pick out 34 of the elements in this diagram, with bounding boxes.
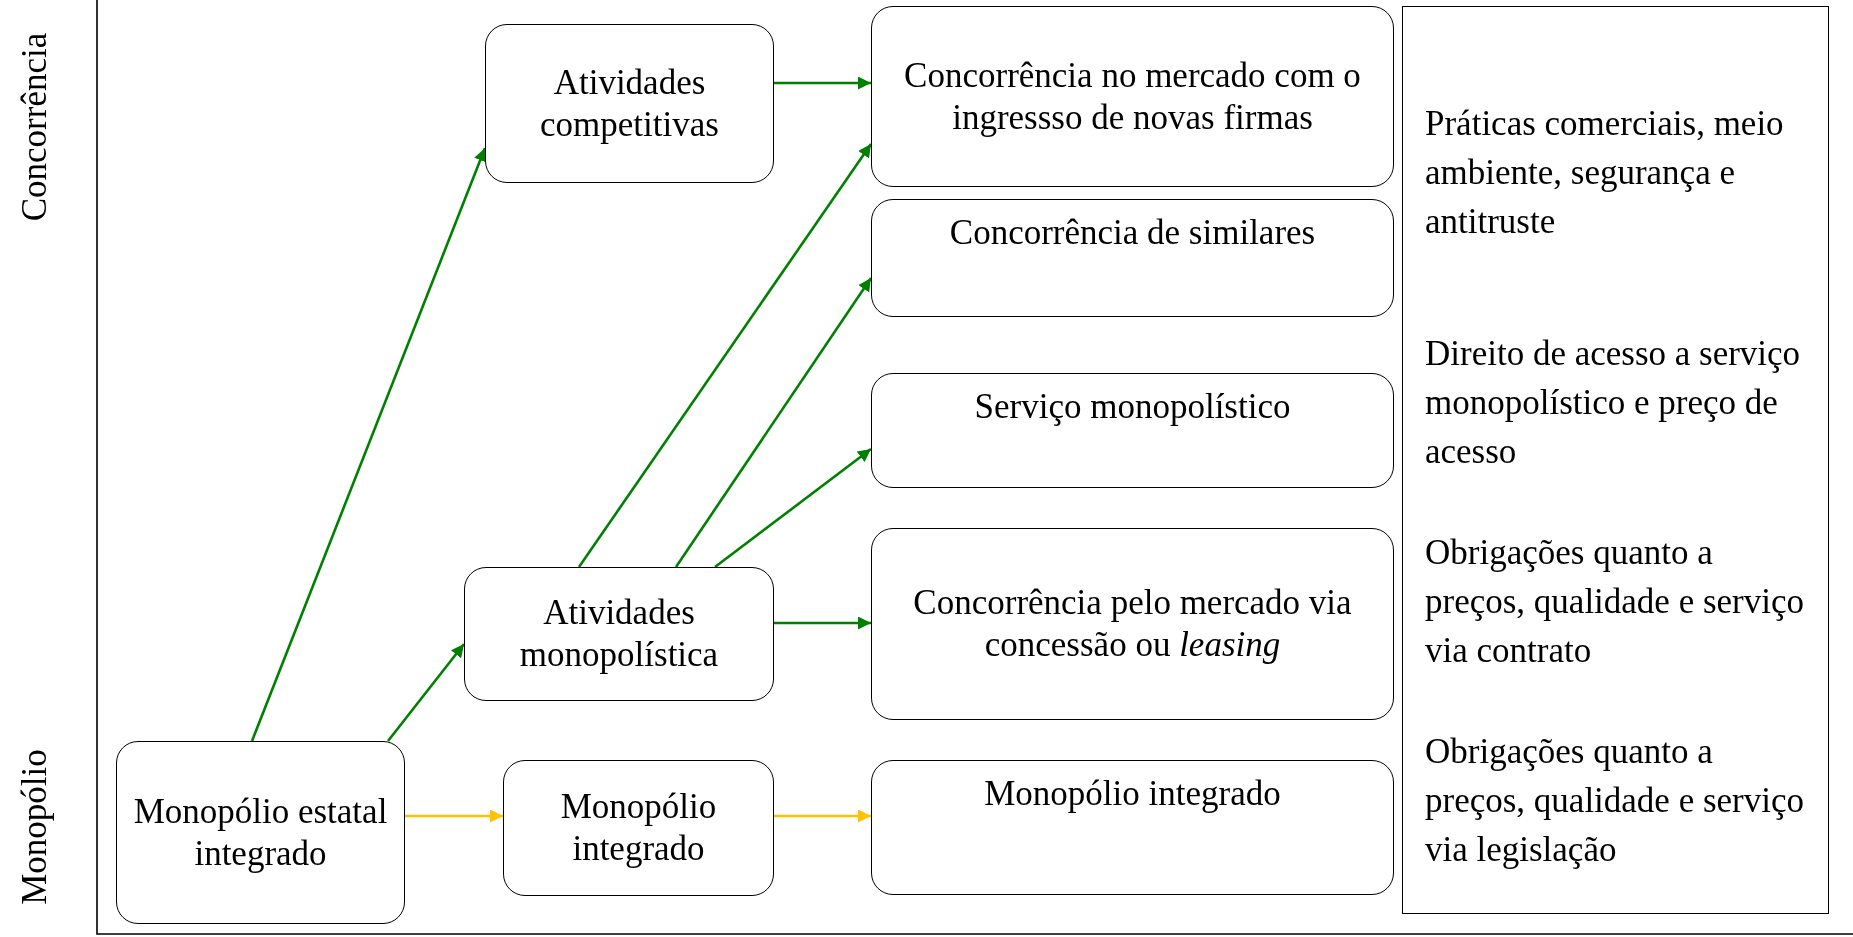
node-text: Serviço monopolístico <box>974 386 1291 428</box>
node-text: Atividades monopolística <box>518 592 720 676</box>
process-box <box>871 760 1394 895</box>
node-text: Monopólio integrado <box>559 786 718 870</box>
process-box <box>871 528 1394 720</box>
arrow <box>674 277 873 568</box>
arrow <box>405 809 503 823</box>
node-text: Monopólio integrado <box>984 773 1281 815</box>
arrow <box>250 147 487 742</box>
node-text: Concorrência pelo mercado via concessão ou leasing <box>912 582 1353 666</box>
axis-label: Concorrência <box>14 32 55 222</box>
arrow <box>774 76 871 90</box>
arrow <box>714 447 872 569</box>
node-text: Concorrência de similares <box>949 212 1316 254</box>
node-text: Obrigações quanto a preços, qualidade e serviço via contrato <box>1425 532 1805 672</box>
axis-label: Monopólio <box>14 749 55 905</box>
node-text: Atividades competitivas <box>539 61 720 146</box>
node-text: Práticas comerciais, meio ambiente, segurança e antitruste <box>1425 103 1785 243</box>
process-box <box>871 6 1394 187</box>
process-box <box>485 24 774 183</box>
text-panel <box>1402 6 1829 914</box>
arrow <box>774 616 871 630</box>
process-box <box>464 567 774 701</box>
arrow <box>386 643 466 742</box>
arrow <box>774 809 871 823</box>
arrow <box>577 143 873 568</box>
node-text: Concorrência no mercado com o ingressso de novas firmas <box>903 54 1362 139</box>
process-box <box>871 373 1394 488</box>
process-box <box>503 760 774 896</box>
process-box <box>871 199 1394 317</box>
node-text: Direito de acesso a serviço monopolístico e preço de acesso <box>1425 333 1802 473</box>
node-text: Monopólio estatal integrado <box>132 790 389 875</box>
process-box <box>116 741 405 924</box>
node-text: Obrigações quanto a preços, qualidade e serviço via legislação <box>1425 731 1805 871</box>
